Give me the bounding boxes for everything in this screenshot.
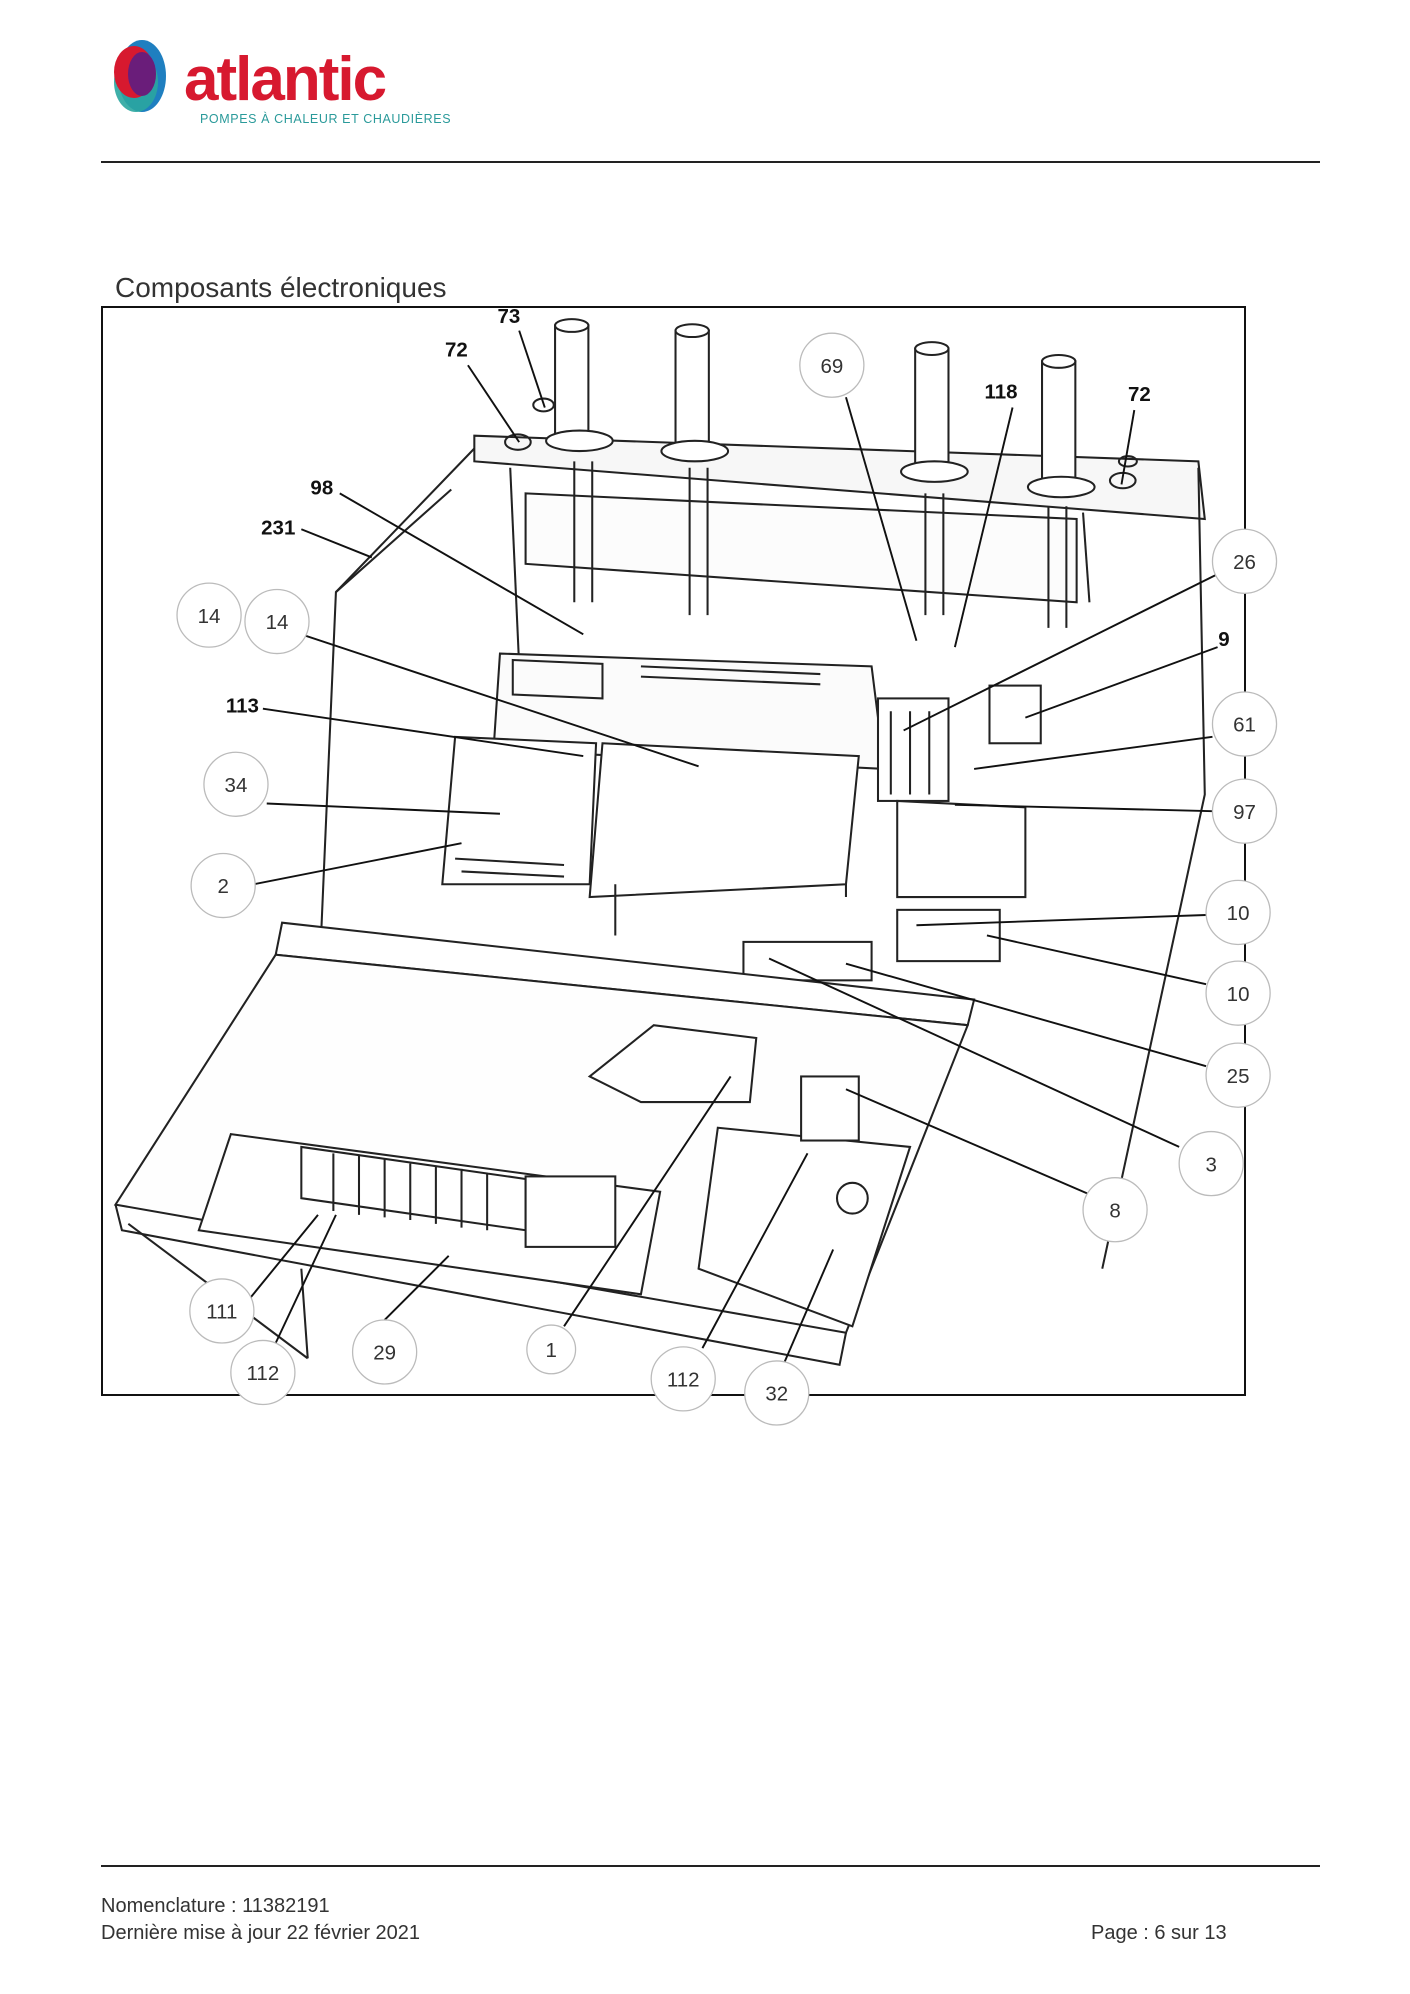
- svg-text:97: 97: [1233, 801, 1256, 824]
- callout-10: 10: [1205, 879, 1271, 946]
- svg-text:10: 10: [1227, 902, 1250, 925]
- callout-1: 1: [526, 1324, 577, 1375]
- svg-text:34: 34: [225, 774, 248, 797]
- label-72: 72: [445, 338, 468, 361]
- callout-61: 61: [1211, 691, 1278, 757]
- svg-text:8: 8: [1109, 1199, 1120, 1222]
- callout-32: 32: [744, 1360, 810, 1426]
- callout-111: 111: [189, 1278, 255, 1344]
- callout-97: 97: [1211, 778, 1278, 844]
- callout-69: 69: [799, 332, 865, 398]
- logo-wordmark: atlantic: [184, 45, 386, 114]
- cabinet-drawing: [113, 318, 1206, 1366]
- last-update-text: Dernière mise à jour 22 février 2021: [101, 1922, 421, 1944]
- atlantic-logo: atlantic POMPES À CHALEUR ET CHAUDIÈRES: [114, 40, 451, 126]
- label-98: 98: [310, 477, 333, 500]
- label-73: 73: [498, 305, 521, 328]
- label-113: 113: [226, 695, 259, 718]
- svg-text:2: 2: [217, 875, 228, 898]
- callout-34: 34: [203, 751, 269, 817]
- svg-text:26: 26: [1233, 551, 1256, 574]
- svg-text:3: 3: [1205, 1153, 1216, 1176]
- footer-divider: [101, 1865, 1320, 1867]
- label-231: 231: [261, 516, 295, 539]
- svg-text:29: 29: [373, 1342, 396, 1365]
- svg-text:112: 112: [247, 1362, 280, 1385]
- callout-10: 10: [1205, 960, 1271, 1026]
- svg-text:69: 69: [820, 355, 843, 378]
- callout-3: 3: [1178, 1130, 1244, 1197]
- callout-29: 29: [351, 1319, 418, 1385]
- svg-text:25: 25: [1227, 1065, 1250, 1088]
- callout-8: 8: [1082, 1177, 1148, 1243]
- leader-lines: [249, 330, 1219, 1363]
- callout-14: 14: [176, 582, 242, 648]
- callout-2: 2: [190, 852, 256, 919]
- svg-text:61: 61: [1233, 714, 1256, 737]
- logo-tagline: POMPES À CHALEUR ET CHAUDIÈRES: [200, 111, 451, 126]
- nomenclature-text: Nomenclature : 11382191: [101, 1895, 330, 1917]
- svg-text:10: 10: [1227, 983, 1250, 1006]
- logo-purple-shape: [128, 52, 156, 96]
- svg-text:14: 14: [266, 611, 289, 634]
- label-72: 72: [1128, 383, 1151, 406]
- callout-25: 25: [1205, 1042, 1271, 1108]
- callout-14: 14: [244, 588, 310, 655]
- svg-text:14: 14: [198, 605, 221, 628]
- pipes: [545, 318, 1096, 628]
- svg-text:112: 112: [667, 1369, 700, 1392]
- callout-112: 112: [650, 1346, 716, 1412]
- callout-26: 26: [1211, 528, 1278, 594]
- callout-112: 112: [230, 1339, 296, 1406]
- section-title: Composants électroniques: [115, 272, 447, 303]
- label-118: 118: [984, 381, 1017, 404]
- svg-text:32: 32: [765, 1383, 788, 1406]
- label-9: 9: [1218, 628, 1229, 651]
- header-divider: [101, 161, 1320, 163]
- svg-text:111: 111: [206, 1301, 237, 1324]
- svg-text:1: 1: [546, 1339, 557, 1362]
- page-number: Page : 6 sur 13: [1091, 1922, 1227, 1944]
